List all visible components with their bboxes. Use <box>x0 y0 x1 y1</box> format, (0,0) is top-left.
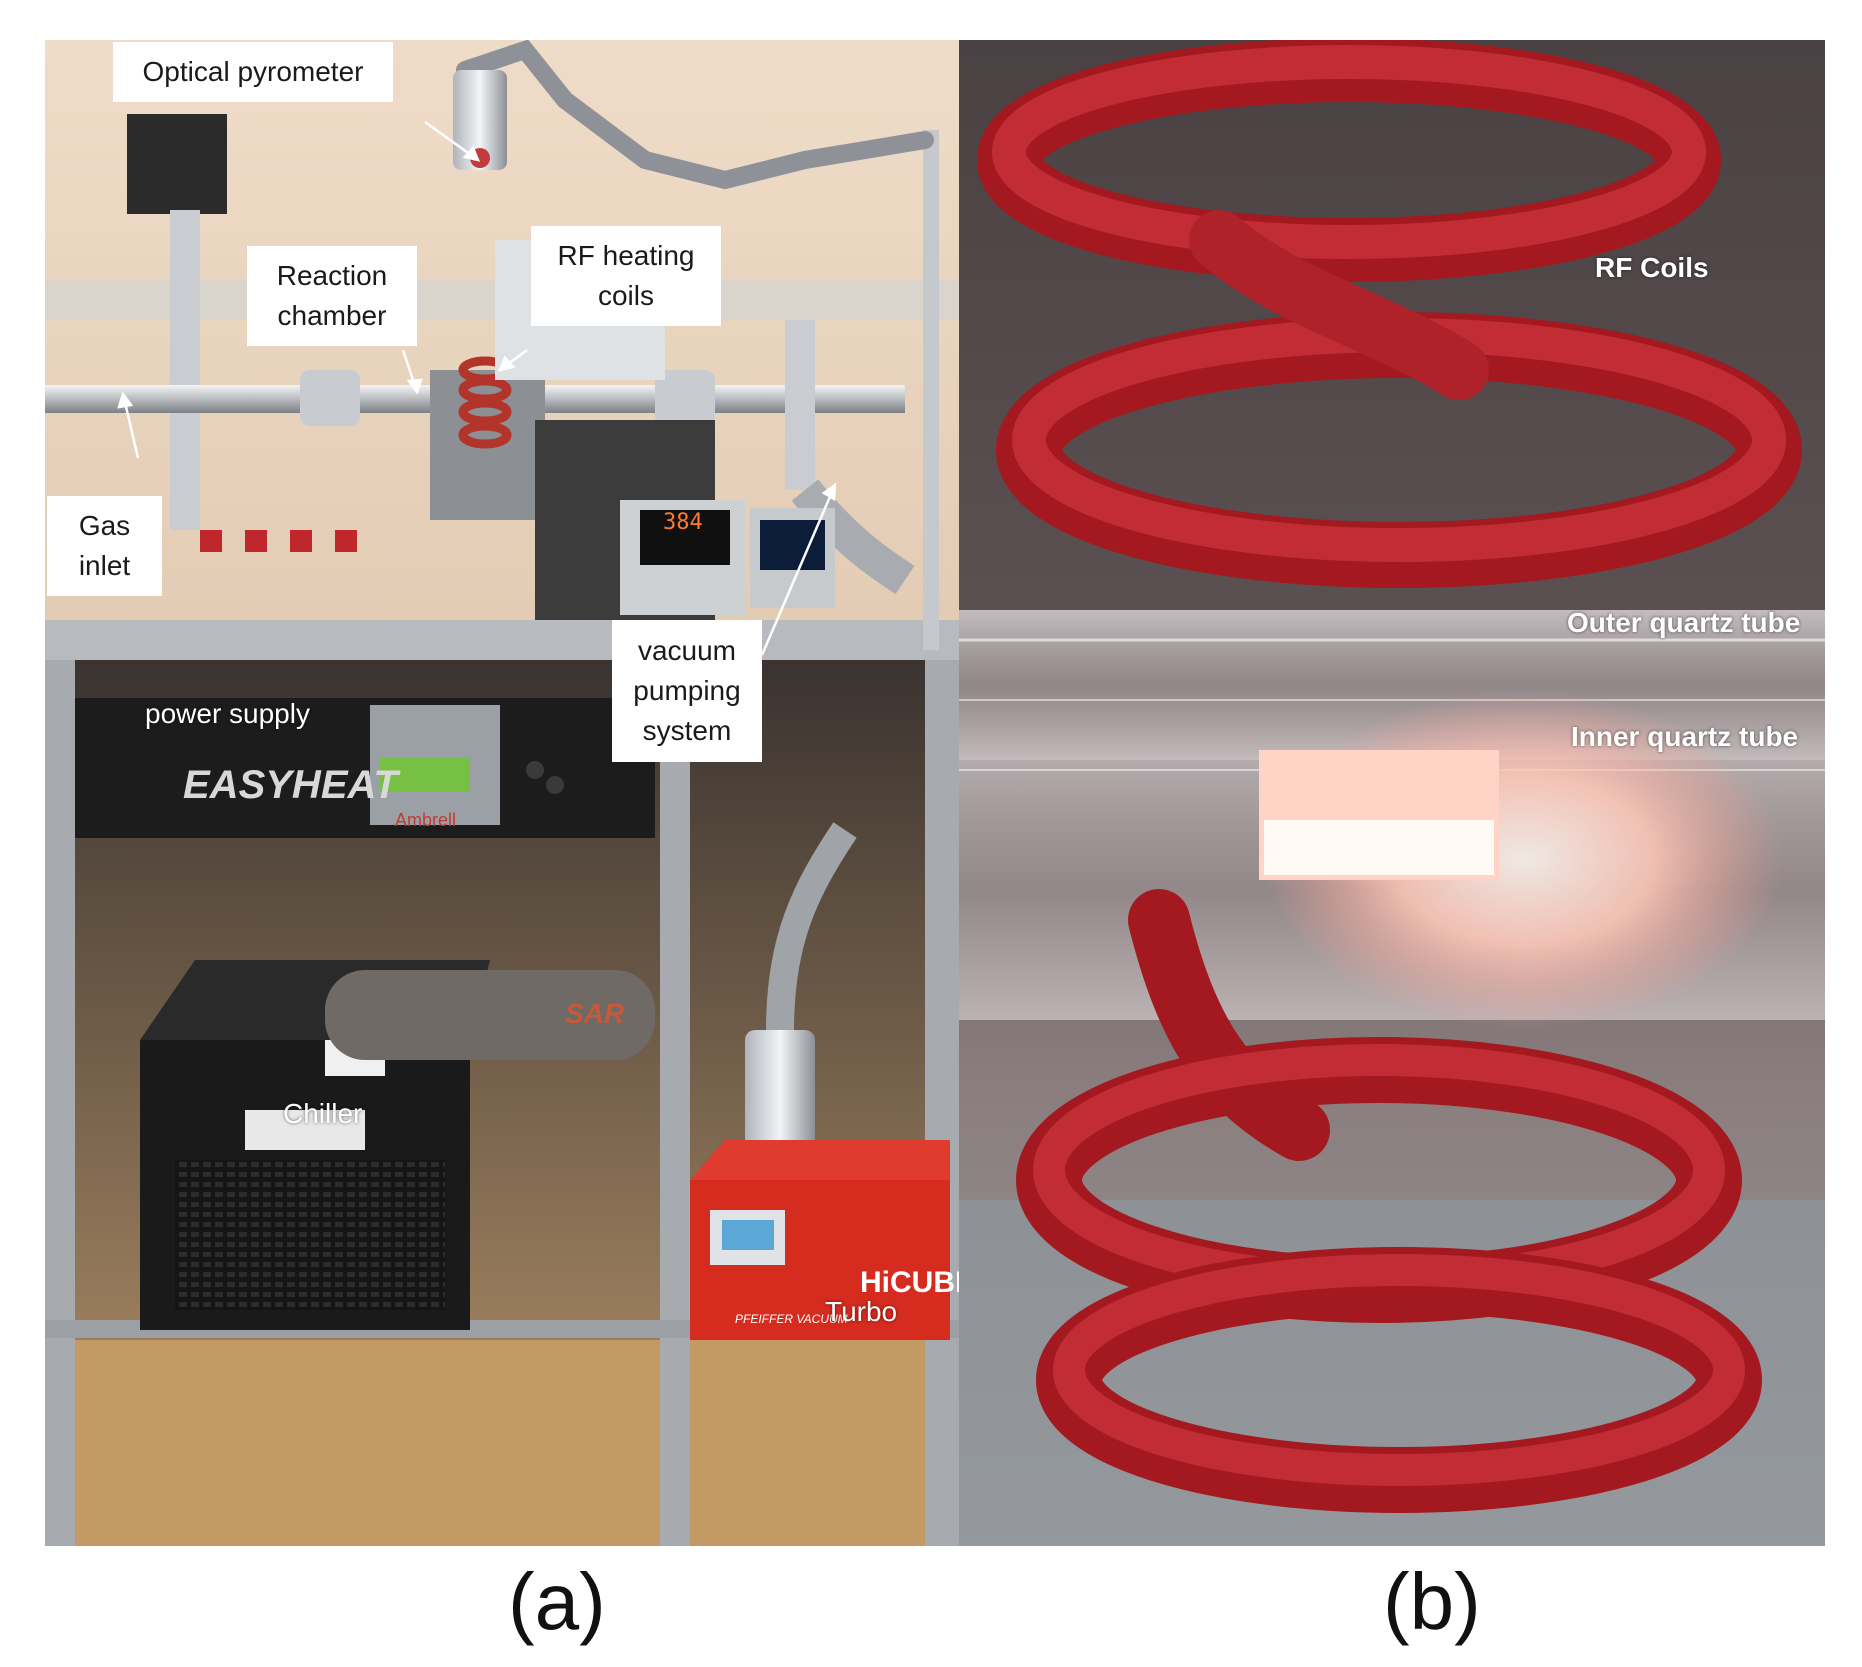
backing-pump <box>325 970 655 1060</box>
rf-coil-lower <box>1016 889 1762 1513</box>
callout-reaction-chamber: Reaction chamber <box>247 246 417 346</box>
hicube-screen <box>722 1220 774 1250</box>
label-power-supply: power supply <box>145 698 310 729</box>
pyrometer-arm <box>456 40 934 190</box>
callout-vacuum-pumping-system: vacuum pumping system <box>612 620 762 762</box>
chiller-label-plate <box>245 1110 365 1150</box>
hicube-top <box>690 1140 950 1180</box>
label-turbo: Turbo <box>825 1296 898 1327</box>
gas-vertical-pipe <box>170 210 200 530</box>
easyheat-logo: EASYHEAT <box>183 763 398 807</box>
flange-left <box>300 370 360 426</box>
callout-optical-pyrometer-text: Optical pyrometer <box>142 56 364 87</box>
label-chiller: Chiller <box>283 1098 363 1129</box>
rf-coil-closeup-photo <box>959 40 1825 1546</box>
pyrometer-body <box>453 70 507 170</box>
valves <box>200 530 357 552</box>
vacuum-cross <box>785 320 815 490</box>
chiller-grill <box>175 1160 445 1310</box>
rf-coil-upper <box>977 40 1802 588</box>
panel-b-photo: RF Coils Outer quartz tube Inner quartz … <box>959 40 1825 1546</box>
turbo-pump <box>745 1030 815 1170</box>
hicube-logo: HiCUBE <box>860 1266 959 1299</box>
panel-a-photo: EASYHEAT Ambrell 384 HiCUBE PFEIFFER VAC… <box>45 40 959 1546</box>
frame-post-right <box>925 660 959 1546</box>
stand-pole <box>923 130 939 650</box>
callout-reaction-chamber-text: Reaction chamber <box>276 260 388 331</box>
turbo-bellows <box>766 822 857 1031</box>
caption-a: (a) <box>508 1557 606 1646</box>
bellows-hose <box>791 479 915 595</box>
power-supply-rack <box>75 698 655 838</box>
power-supply-lcd <box>380 758 470 792</box>
callout-gas-inlet: Gas inlet <box>47 496 162 596</box>
callout-rf-heating-coils-text: RF heating coils <box>557 240 695 311</box>
sample-hot-zone <box>1264 820 1494 875</box>
sar-label: SAR <box>565 998 625 1029</box>
bench-top-frame <box>45 620 959 660</box>
frame-post-mid <box>660 660 690 1546</box>
label-inner-quartz-tube: Inner quartz tube <box>1571 721 1799 752</box>
wooden-floor <box>45 1340 959 1546</box>
ambrell-logo: Ambrell <box>395 810 457 830</box>
frame-post-left <box>45 660 75 1546</box>
callout-optical-pyrometer: Optical pyrometer <box>113 42 393 102</box>
pfeiffer-logo: PFEIFFER VACUUM <box>735 1312 848 1326</box>
callout-gas-inlet-text: Gas inlet <box>78 510 131 581</box>
gas-controller-box <box>127 114 227 214</box>
callout-rf-heating-coils: RF heating coils <box>531 226 721 326</box>
arrow-pointer-icon <box>117 120 837 656</box>
lab-setup-photo <box>45 40 959 1546</box>
caption-b: (b) <box>1383 1557 1481 1646</box>
flange-right <box>655 370 715 426</box>
nav-button <box>546 776 564 794</box>
nav-button <box>526 761 544 779</box>
temp-controller-screen <box>640 510 730 565</box>
second-controller-screen <box>760 520 825 570</box>
rf-coil-small <box>458 356 512 449</box>
label-outer-quartz-tube: Outer quartz tube <box>1567 607 1801 638</box>
label-rf-coils: RF Coils <box>1595 252 1709 283</box>
callout-vacuum-pumping-system-text: vacuum pumping system <box>633 635 741 746</box>
controller-reading: 384 <box>663 510 703 535</box>
